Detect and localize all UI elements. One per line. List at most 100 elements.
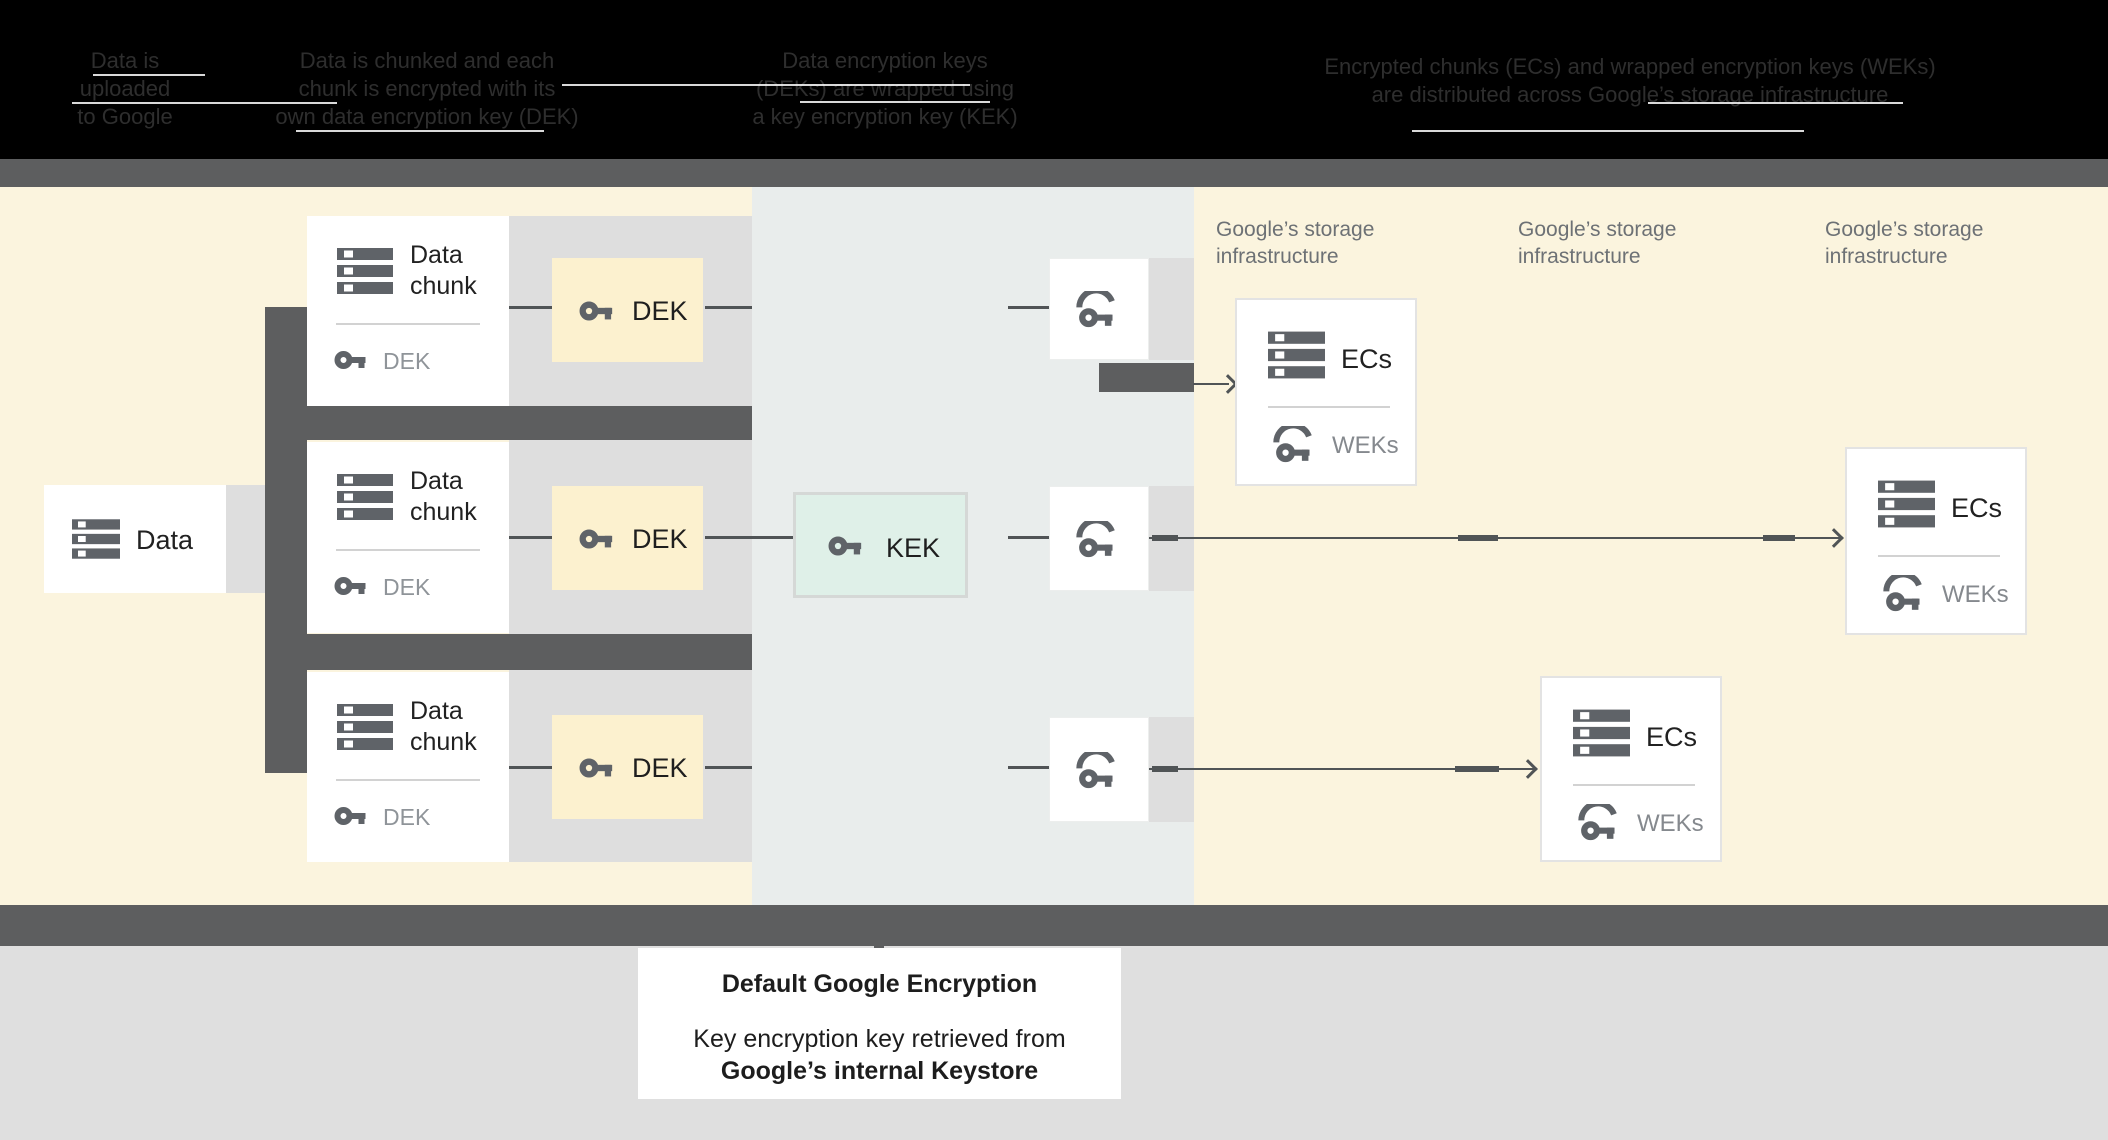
weks-label: WEKs xyxy=(1637,810,1704,837)
storage-infrastructure-label: Google’s storage infrastructure xyxy=(1216,216,1374,270)
wrapped-key-icon xyxy=(1578,804,1626,841)
wrapped-key-icon xyxy=(1273,426,1321,463)
dek-label: DEK xyxy=(632,296,688,326)
data-chunk-box: Data chunk DEK xyxy=(307,216,509,406)
divider xyxy=(336,779,480,781)
header-step-line: (DEKs) are wrapped using xyxy=(755,76,1014,101)
header-artifact-line xyxy=(1412,130,1804,132)
divider xyxy=(336,549,480,551)
key-icon xyxy=(334,348,372,372)
header-artifact-line xyxy=(800,101,990,103)
encrypted-chunk-dash xyxy=(1458,535,1498,541)
key-icon xyxy=(579,298,619,324)
wrapped-key-icon xyxy=(1076,521,1124,558)
header-step-line: chunk is encrypted with its xyxy=(298,76,556,101)
encrypted-chunk-dash xyxy=(1763,535,1795,541)
chunk-split-vertical-bar xyxy=(265,307,307,773)
encrypted-chunk-dash xyxy=(1455,766,1499,772)
ecs-label: ECs xyxy=(1951,493,2003,523)
storage-label-line: Google’s storage xyxy=(1216,218,1375,241)
encrypted-chunks-box: ECs WEKs xyxy=(1540,676,1722,862)
keywrap-band xyxy=(1149,258,1194,360)
footer-body-line: Key encryption key retrieved from xyxy=(693,1025,1066,1053)
connector-line xyxy=(509,306,552,309)
footer-body-line: Google’s internal Keystore xyxy=(720,1057,1039,1085)
ecs-label: ECs xyxy=(1341,344,1393,374)
wrapped-key-box xyxy=(1049,258,1149,360)
arrow-line xyxy=(1149,768,1534,770)
encrypted-chunk-dash xyxy=(1152,535,1178,541)
divider xyxy=(336,323,480,325)
header-artifact-line xyxy=(93,74,205,76)
wrapped-key-box xyxy=(1049,486,1149,591)
weks-label: WEKs xyxy=(1942,581,2009,608)
data-chunk-label: Data chunk xyxy=(410,241,477,300)
key-icon xyxy=(828,533,868,559)
key-icon xyxy=(579,755,619,781)
key-icon xyxy=(334,804,372,828)
storage-stack-icon xyxy=(337,704,393,750)
wrapped-key-box xyxy=(1049,717,1149,822)
key-icon xyxy=(334,574,372,598)
encrypted-chunk-bar xyxy=(265,406,752,440)
wrapped-key-icon xyxy=(1076,291,1124,328)
wrapped-key-icon xyxy=(1076,752,1124,789)
dek-key-label: DEK xyxy=(383,348,431,374)
dek-box: DEK xyxy=(552,486,703,590)
header-step-line: Data is xyxy=(90,48,160,73)
wrapped-key-icon xyxy=(1883,575,1931,612)
storage-label-line: infrastructure xyxy=(1518,245,1641,268)
connector-line xyxy=(509,766,552,769)
header-step-line: to Google xyxy=(77,104,173,129)
storage-label-line: Google’s storage xyxy=(1518,218,1677,241)
divider xyxy=(1573,784,1695,786)
encrypted-chunk-dash xyxy=(1152,766,1178,772)
data-chunk-box: Data chunk DEK xyxy=(307,442,509,633)
connector-line xyxy=(705,766,752,769)
dek-box: DEK xyxy=(552,258,703,362)
kek-box: KEK xyxy=(793,492,968,598)
footer-caption-card: Default Google Encryption Key encryption… xyxy=(638,948,1121,1099)
header-step-line: a key encryption key (KEK) xyxy=(752,104,1018,129)
header-step-chunking: Data is chunked and each chunk is encryp… xyxy=(262,47,592,131)
storage-stack-icon xyxy=(1573,709,1630,757)
header-artifact-line xyxy=(72,102,337,104)
weks-label: WEKs xyxy=(1332,432,1399,459)
storage-label-line: infrastructure xyxy=(1825,245,1948,268)
encrypted-chunk-bar xyxy=(1099,363,1194,392)
encrypted-chunk-bar xyxy=(265,634,752,670)
storage-infrastructure-label: Google’s storage infrastructure xyxy=(1825,216,1983,270)
storage-stack-icon xyxy=(337,474,393,520)
dek-box: DEK xyxy=(552,715,703,819)
dek-key-label: DEK xyxy=(383,574,431,600)
connector-line xyxy=(509,536,552,539)
dek-label: DEK xyxy=(632,753,688,783)
storage-label-line: Google’s storage xyxy=(1825,218,1984,241)
header-step-upload: Data is uploaded to Google xyxy=(40,47,210,131)
footer-title: Default Google Encryption xyxy=(721,970,1038,998)
header-step-line: Encrypted chunks (ECs) and wrapped encry… xyxy=(1324,54,1936,79)
encrypted-chunks-box: ECs WEKs xyxy=(1845,447,2027,635)
header-step-line: own data encryption key (DEK) xyxy=(275,104,579,129)
header-step-line: Data encryption keys xyxy=(782,48,988,73)
ecs-label: ECs xyxy=(1646,722,1698,752)
storage-infrastructure-label: Google’s storage infrastructure xyxy=(1518,216,1676,270)
key-icon xyxy=(579,526,619,552)
bottom-divider-bar xyxy=(0,905,2108,946)
dek-key-label: DEK xyxy=(383,804,431,830)
header-step-line: uploaded xyxy=(79,76,171,101)
divider xyxy=(1878,555,2000,557)
header-artifact-line xyxy=(562,84,970,86)
dek-label: DEK xyxy=(632,524,688,554)
header-step-line: Data is chunked and each xyxy=(299,48,555,73)
connector-line xyxy=(705,306,752,309)
connector-line xyxy=(705,536,793,539)
arrow-line xyxy=(1193,383,1229,385)
header-artifact-line xyxy=(296,130,544,132)
kek-label: KEK xyxy=(886,533,941,563)
header-step-wrapping: Data encryption keys (DEKs) are wrapped … xyxy=(730,47,1040,131)
header-step-distribution: Encrypted chunks (ECs) and wrapped encry… xyxy=(1310,53,1950,109)
data-chunk-label: Data chunk xyxy=(410,467,477,526)
divider xyxy=(1268,406,1390,408)
